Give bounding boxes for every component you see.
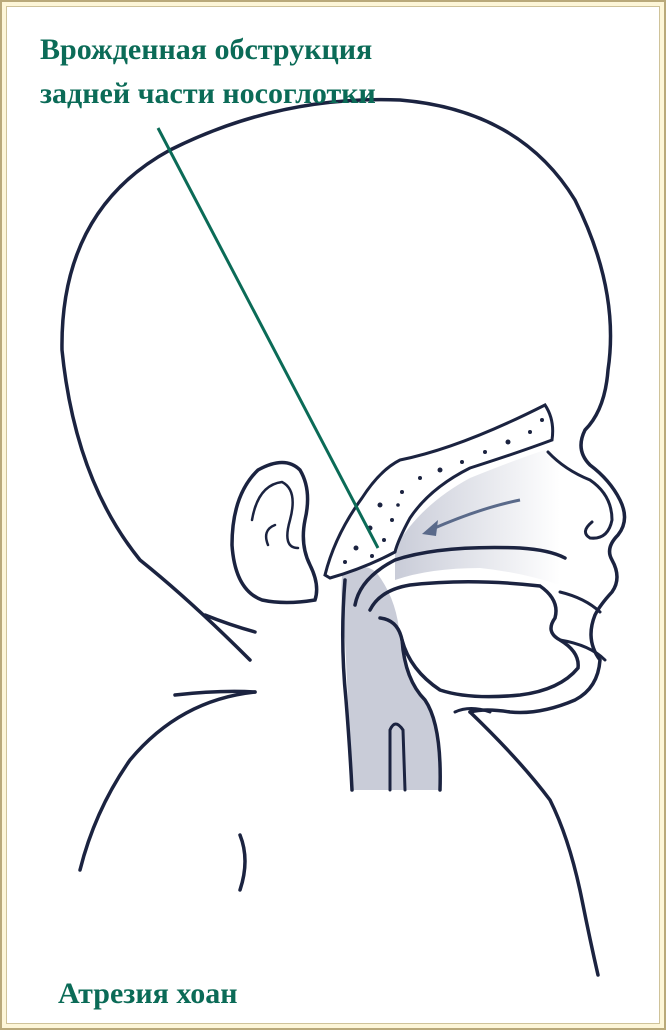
- leader-line: [158, 128, 378, 548]
- ear-inner-outline: [252, 482, 298, 548]
- shoulder-outline: [80, 692, 255, 890]
- lips-outline: [560, 592, 605, 660]
- title-line-1: Врожденная обструкция: [40, 28, 376, 72]
- diagram-caption: Атрезия хоан: [58, 976, 238, 1012]
- title-line-2: задней части носоглотки: [40, 72, 376, 116]
- diagram-title: Врожденная обструкция задней части носог…: [40, 28, 376, 116]
